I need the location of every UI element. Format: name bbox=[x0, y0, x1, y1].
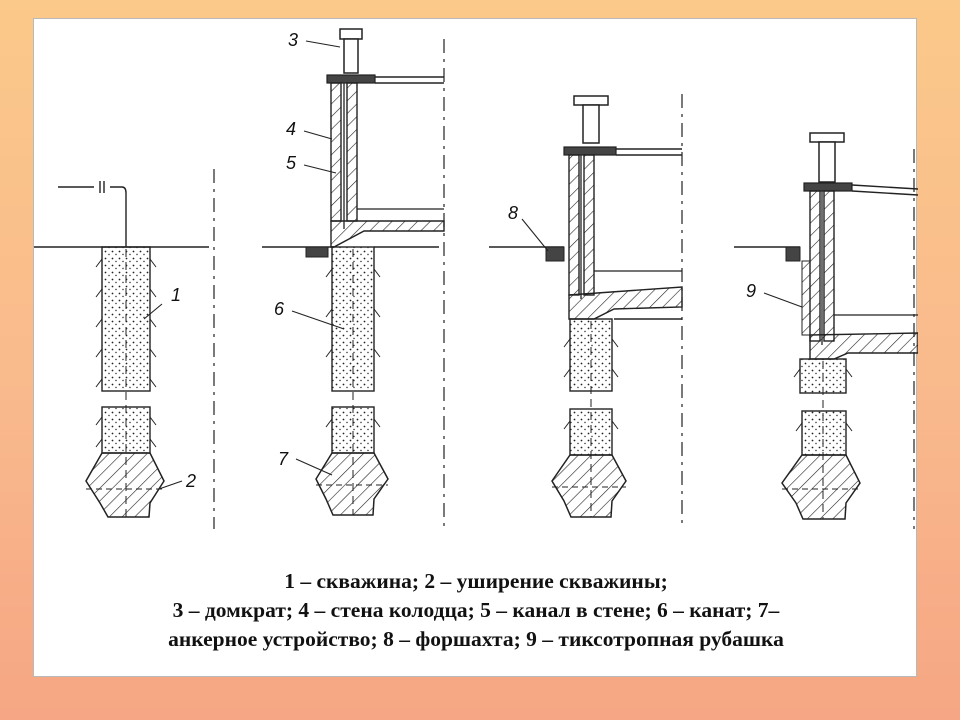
stage-2-well: 3 4 5 6 7 bbox=[262, 28, 445, 516]
label-4: 4 bbox=[286, 119, 296, 139]
caption-line-2: 3 – домкрат; 4 – стена колодца; 5 – кана… bbox=[172, 598, 780, 622]
label-8: 8 bbox=[508, 203, 518, 223]
caption-line-3: анкерное устройство; 8 – форшахта; 9 – т… bbox=[168, 627, 784, 651]
label-9: 9 bbox=[746, 281, 756, 301]
well-sinking-diagram: 1 2 bbox=[34, 28, 918, 529]
stage-4-jacket: 9 bbox=[734, 132, 918, 520]
caption-line-1: 1 – скважина; 2 – уширение скважины; bbox=[284, 569, 668, 593]
stage-3-sinking: 8 bbox=[489, 95, 683, 518]
label-6: 6 bbox=[274, 299, 285, 319]
legend-caption: 1 – скважина; 2 – уширение скважины; 3 –… bbox=[34, 567, 918, 654]
stage-1-borehole: 1 2 bbox=[34, 181, 209, 518]
label-7: 7 bbox=[278, 449, 289, 469]
label-5: 5 bbox=[286, 153, 297, 173]
label-2: 2 bbox=[185, 471, 196, 491]
label-1: 1 bbox=[171, 285, 181, 305]
label-3: 3 bbox=[288, 30, 298, 50]
slide-panel: 1 2 bbox=[33, 18, 918, 677]
